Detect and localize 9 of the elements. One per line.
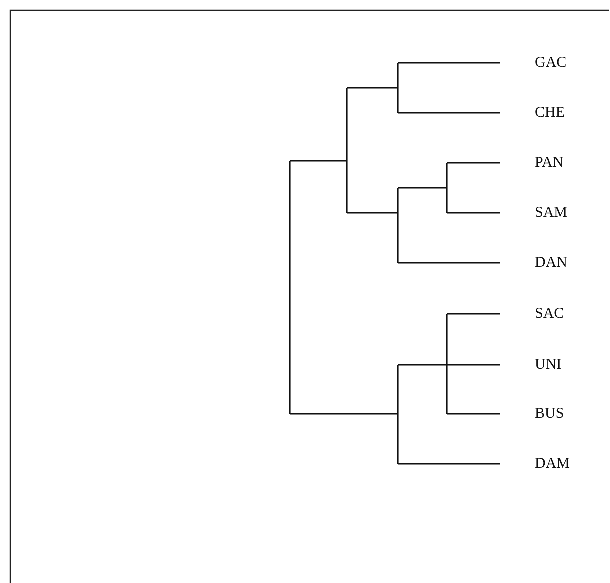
leaf-label: SAC bbox=[535, 305, 564, 323]
leaf-label: DAM bbox=[535, 455, 570, 473]
leaf-label: PAN bbox=[535, 154, 564, 172]
leaf-label: DAN bbox=[535, 254, 568, 272]
leaf-label: UNI bbox=[535, 356, 562, 374]
leaf-label: BUS bbox=[535, 405, 564, 423]
leaf-label: SAM bbox=[535, 204, 568, 222]
leaf-label: GAC bbox=[535, 54, 567, 72]
leaf-label: CHE bbox=[535, 104, 565, 122]
